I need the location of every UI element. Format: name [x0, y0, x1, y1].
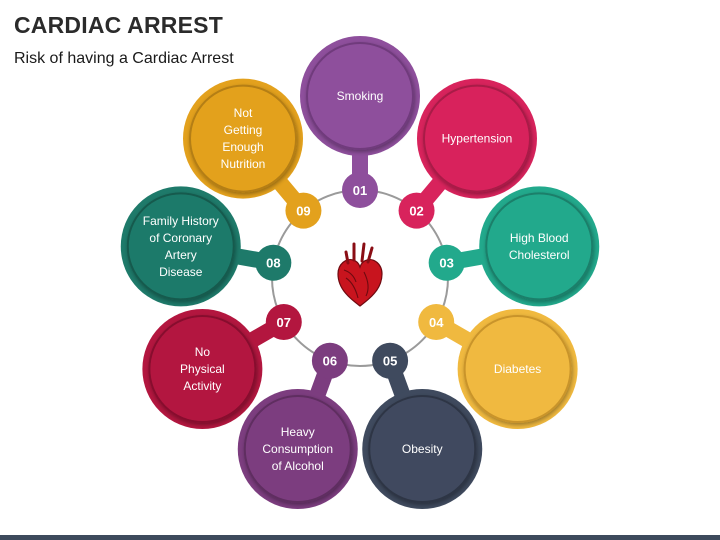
- factor-label: Hypertension: [442, 132, 513, 146]
- number-badge: [342, 172, 378, 208]
- number-badge: [418, 304, 455, 340]
- number-label: 09: [296, 204, 310, 219]
- number-label: 07: [277, 315, 291, 330]
- number-label: 08: [266, 256, 280, 271]
- number-label: 04: [429, 315, 444, 330]
- number-label: 06: [323, 354, 337, 369]
- factor-circle: [485, 192, 594, 301]
- number-badge: [285, 192, 322, 229]
- risk-factor-02: 02 Hypertension: [398, 78, 537, 229]
- number-badge: [398, 192, 435, 229]
- number-badge: [428, 244, 465, 281]
- factor-circle: [243, 395, 352, 504]
- number-badge: [311, 342, 348, 379]
- risk-factor-01: 01 Smoking: [300, 36, 420, 208]
- number-label: 02: [409, 204, 423, 219]
- number-label: 03: [439, 256, 453, 271]
- heart-icon: [337, 242, 383, 307]
- bottom-bar: [0, 535, 720, 540]
- factor-label: Diabetes: [494, 362, 541, 376]
- factor-circle: [148, 315, 257, 423]
- factor-circle: [189, 84, 298, 193]
- number-badge: [255, 244, 292, 281]
- factor-circle: [422, 84, 531, 193]
- page-title: CARDIAC ARREST: [14, 12, 223, 38]
- factor-label: Smoking: [337, 89, 384, 103]
- factor-circle: [463, 315, 572, 423]
- factor-circle: [126, 192, 235, 301]
- number-label: 01: [353, 183, 367, 198]
- factor-circle: [368, 395, 477, 504]
- number-badge: [265, 304, 302, 340]
- number-label: 05: [383, 354, 397, 369]
- factor-label: Obesity: [402, 442, 443, 456]
- number-badge: [372, 342, 409, 379]
- page-subtitle: Risk of having a Cardiac Arrest: [14, 50, 234, 67]
- factor-circle: [306, 42, 414, 150]
